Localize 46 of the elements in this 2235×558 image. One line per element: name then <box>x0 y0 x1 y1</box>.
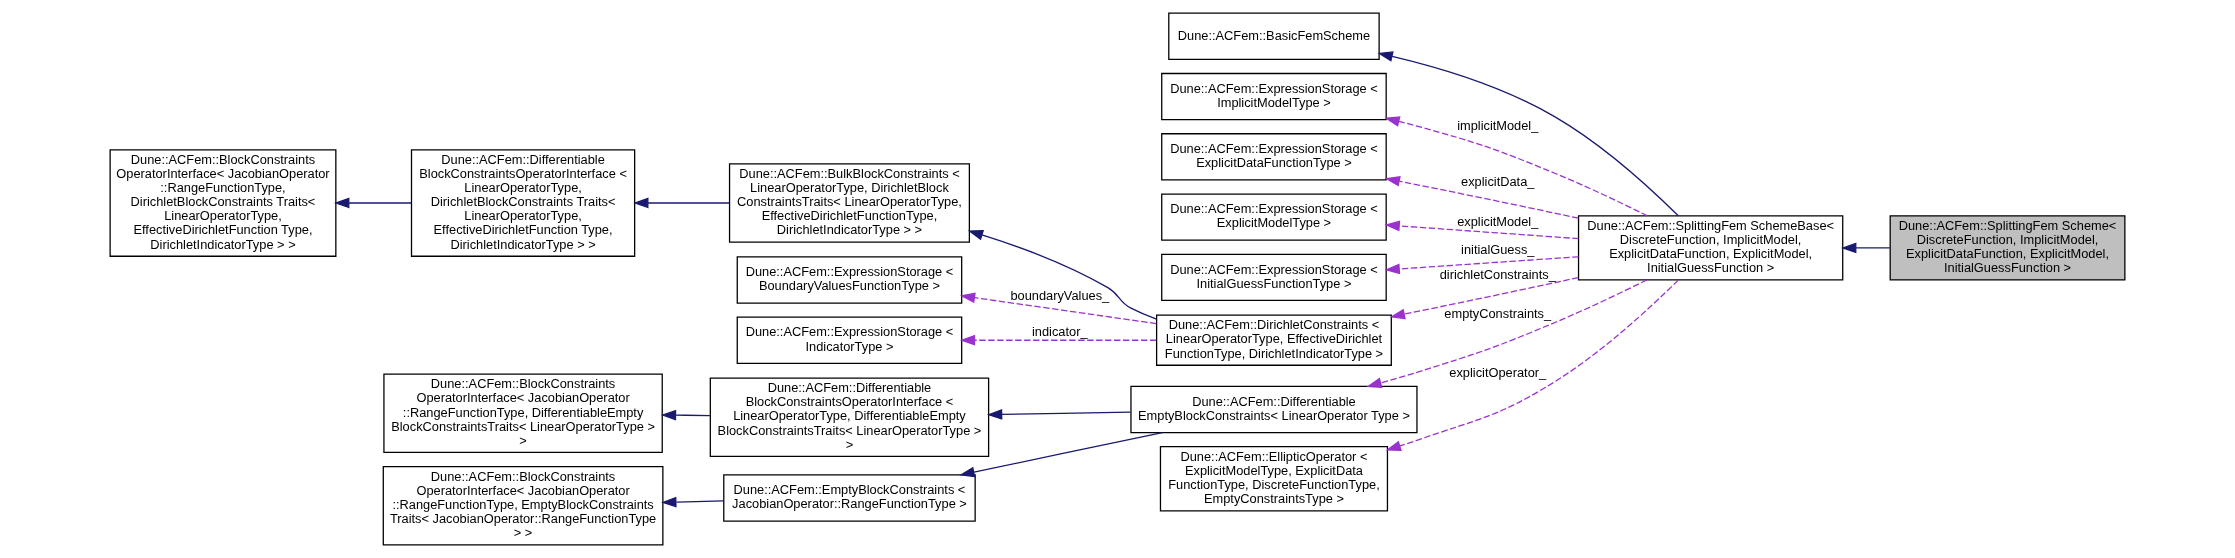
node-box: Dune::ACFem::BlockConstraints OperatorInterface< JacobianOperator ::RangeFunctionType, EmptyBlockConstraints Traits< JacobianOperator::RangeFunctionType > > <box>382 465 664 546</box>
arrow <box>1377 51 1679 217</box>
node-box: Dune::ACFem::ExpressionStorage < ExplicitDataFunctionType > <box>1161 133 1387 181</box>
arrow <box>1366 279 1648 388</box>
node-box: Dune::ACFem::ExpressionStorage < BoundaryValuesFunctionType > <box>736 256 963 304</box>
node-box: Dune::ACFem::Differentiable BlockConstraintsOperatorInterface < LinearOperatorType, DifferentiableEmpty BlockConstraintsTraits< LinearOperatorType > > <box>709 377 990 457</box>
node-box: Dune::ACFem::ExpressionStorage < ImplicitModelType > <box>1161 72 1387 121</box>
node-box: Dune::ACFem::ExpressionStorage < IndicatorType > <box>736 316 963 364</box>
node-box: Dune::ACFem::Differentiable EmptyBlockConstraints< LinearOperator Type > <box>1130 385 1418 434</box>
arrow <box>661 496 725 508</box>
node-box: Dune::ACFem::ExpressionStorage < InitialGuessFunctionType > <box>1161 253 1387 302</box>
arrow <box>967 229 1158 320</box>
edge-label: explicitData_ <box>1461 174 1535 190</box>
arrow <box>334 197 413 209</box>
edge-label: boundaryValues_ <box>1010 288 1110 304</box>
edge-label: dirichletConstraints_ <box>1439 266 1556 282</box>
edge-label: initialGuess_ <box>1461 242 1535 258</box>
node-box: Dune::ACFem::Differentiable BlockConstraintsOperatorInterface < LinearOperatorType, DirichletBlockConstraints Traits< LinearOperatorType, EffectiveDirichletFunction Type, DirichletIndicatorType > > <box>410 149 636 257</box>
arrow <box>959 432 1163 478</box>
arrow <box>1384 256 1580 275</box>
arrow <box>959 292 1157 325</box>
edge-label: indicator_ <box>1032 324 1088 340</box>
arrow <box>1384 116 1648 217</box>
arrow <box>959 334 1157 346</box>
node-box: Dune::ACFem::SplittingFem Scheme< DiscreteFunction, ImplicitModel, ExplicitDataFunction, ExplicitModel, InitialGuessFunction > <box>1889 215 2126 281</box>
arrow <box>1384 176 1580 219</box>
edge-label: emptyConstraints_ <box>1444 306 1552 322</box>
node-box: Dune::ACFem::ExpressionStorage < ExplicitModelType > <box>1161 193 1387 241</box>
node-box: Dune::ACFem::EmptyBlockConstraints < JacobianOperator::RangeFunctionType > <box>723 474 976 522</box>
arrow <box>660 409 711 421</box>
node-box: Dune::ACFem::EllipticOperator < ExplicitModelType, ExplicitData FunctionType, DiscreteFunctionType, EmptyConstraintsType > <box>1159 446 1389 512</box>
arrow <box>1385 279 1679 451</box>
node-box: Dune::ACFem::BlockConstraints OperatorInterface< JacobianOperator ::RangeFunctionType, DifferentiableEmpty BlockConstraintsTraits< LinearOperatorType > > <box>383 373 663 454</box>
node-box: Dune::ACFem::BasicFemScheme <box>1168 12 1380 60</box>
arrow <box>1384 220 1580 240</box>
edge-label: implicitModel_ <box>1457 117 1539 133</box>
arrow <box>1841 242 1891 254</box>
edge-label: explicitOperator_ <box>1449 365 1547 381</box>
arrow <box>1389 276 1580 320</box>
arrow <box>633 197 731 209</box>
edge-label: explicitModel_ <box>1457 214 1539 230</box>
node-box: Dune::ACFem::SplittingFem SchemeBase< DiscreteFunction, ImplicitModel, ExplicitDataFunction, ExplicitModel, InitialGuessFunction > <box>1577 215 1844 281</box>
node-box: Dune::ACFem::DirichletConstraints < LinearOperatorType, EffectiveDirichlet FunctionType, DirichletIndicatorType > <box>1155 314 1392 366</box>
arrow <box>986 409 1132 420</box>
node-box: Dune::ACFem::BulkBlockConstraints < LinearOperatorType, DirichletBlock ConstraintsTraits< LinearOperatorType, EffectiveDirichletFunctionType, DirichletIndicatorType > > <box>728 163 970 243</box>
node-box: Dune::ACFem::BlockConstraints OperatorInterface< JacobianOperator ::RangeFunctionType, DirichletBlockConstraints Traits< LinearOperatorType, EffectiveDirichletFunction Type, DirichletIndicatorType > > <box>109 149 337 257</box>
